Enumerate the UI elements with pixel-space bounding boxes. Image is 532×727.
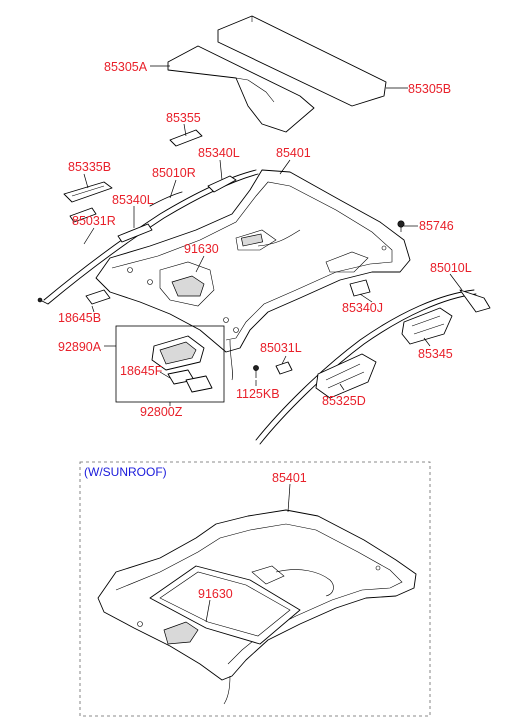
label-85010r: 85010R — [152, 166, 196, 180]
label-85335b: 85335B — [68, 160, 111, 174]
bracket-85335b-drawing — [63, 181, 113, 203]
sensor-cord-drawing — [149, 191, 183, 207]
label-85401-sunroof: 85401 — [272, 471, 307, 485]
label-92800z: 92800Z — [140, 405, 183, 419]
label-85355: 85355 — [166, 111, 201, 125]
label-85401-upper: 85401 — [276, 146, 311, 160]
label-91630-upper: 91630 — [184, 242, 219, 256]
roof-pad-85305b-drawing — [217, 15, 387, 107]
label-85031l: 85031L — [260, 341, 302, 355]
label-1125kb: 1125KB — [236, 387, 280, 401]
label-85031r: 85031R — [72, 214, 116, 228]
label-85305b: 85305B — [408, 82, 451, 96]
map-lamp-18645b-drawing — [85, 289, 111, 305]
label-85010l: 85010L — [430, 261, 472, 275]
overhead-console-92800z-drawing — [151, 335, 213, 393]
label-91630-sunroof: 91630 — [198, 587, 233, 601]
label-18645f: 18645F — [120, 364, 163, 378]
grip-handle-85340l-lower-drawing — [117, 223, 153, 243]
bolt-1125kb-drawing — [253, 365, 259, 378]
label-85340l-lower: 85340L — [112, 193, 154, 207]
label-85345: 85345 — [418, 347, 453, 361]
bracket-85325d-drawing — [315, 353, 377, 399]
headliner-85401-drawing — [95, 169, 411, 381]
screw-85746-drawing — [397, 220, 405, 232]
clip-85340j-drawing — [349, 279, 371, 297]
label-85325d: 85325D — [322, 394, 366, 408]
roof-pad-85305a-drawing — [167, 45, 315, 133]
sunroof-variant-box — [79, 461, 431, 717]
label-18645b: 18645B — [58, 311, 101, 325]
leader-lines — [83, 65, 463, 623]
side-trim-85010l-drawing — [255, 289, 491, 445]
label-85305a: 85305A — [104, 60, 148, 74]
label-85340j: 85340J — [342, 301, 383, 315]
grip-handle-85340l-upper-drawing — [207, 175, 237, 193]
trim-piece-85031l-drawing — [275, 361, 293, 375]
part-labels: 85305A 85305B 85355 85335B 85340L 85401 … — [58, 60, 472, 601]
label-92890a: 92890A — [58, 340, 102, 354]
clip-85355-drawing — [169, 129, 203, 147]
sunroof-section-title: (W/SUNROOF) — [84, 465, 167, 479]
label-85746: 85746 — [419, 219, 454, 233]
trim-piece-85031r-drawing — [69, 207, 97, 223]
bracket-85345-drawing — [401, 307, 453, 345]
label-85340l-upper: 85340L — [198, 146, 240, 160]
headliner-85401-sunroof-drawing — [97, 509, 417, 705]
